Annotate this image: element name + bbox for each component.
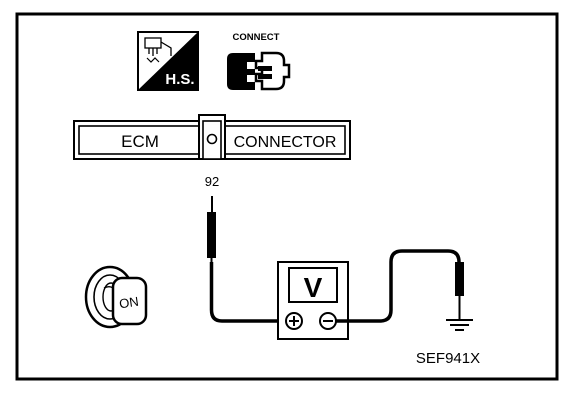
ecm-label: ECM (121, 132, 159, 151)
connector-label: CONNECTOR (234, 134, 337, 151)
plus-terminal-icon (285, 312, 303, 330)
connector-plug-icon: CONNECT (227, 32, 291, 91)
terminal-92-circle (206, 133, 218, 145)
hs-label: H.S. (165, 71, 194, 88)
harness-schematic-icon: H.S. (137, 31, 199, 91)
ignition-on-label: ON (118, 294, 139, 312)
positive-probe (207, 196, 216, 264)
terminal-number: 92 (205, 174, 219, 189)
connect-label: CONNECT (233, 32, 280, 43)
figure-code: SEF941X (416, 350, 480, 367)
voltmeter-label: V (304, 272, 323, 303)
voltmeter: V (277, 261, 349, 340)
positive-lead (209, 262, 294, 323)
ecm-connector: ECM CONNECTOR (73, 114, 351, 160)
outer-frame (15, 12, 559, 381)
negative-lead (336, 249, 461, 323)
ignition-key-icon: ON (84, 265, 148, 329)
ground-symbol-icon (446, 319, 473, 331)
minus-terminal-icon (319, 312, 337, 330)
negative-probe (455, 262, 464, 320)
